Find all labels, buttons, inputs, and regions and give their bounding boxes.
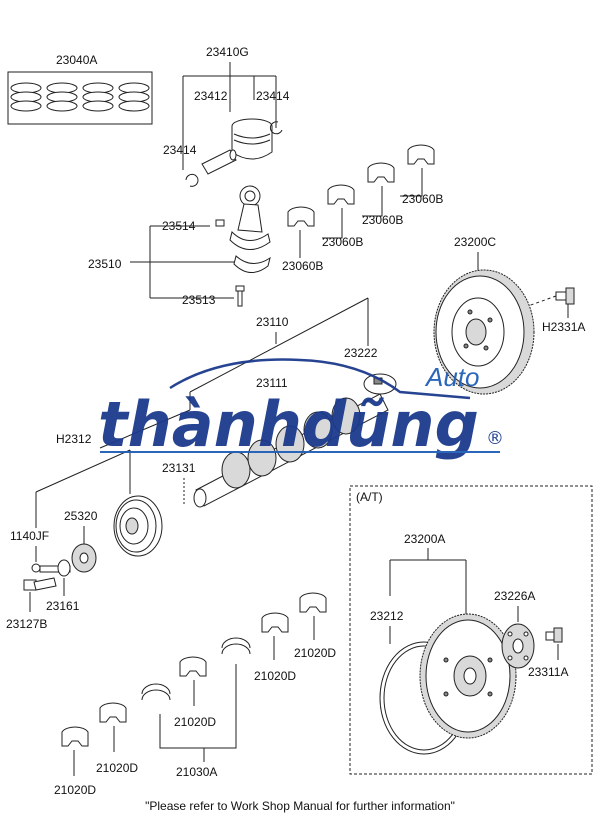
damper-parts xyxy=(23,543,97,591)
label-H2312: H2312 xyxy=(56,432,92,446)
drive-plate-bolt xyxy=(545,627,563,643)
label-21030A: 21030A xyxy=(176,765,217,779)
connecting-rod xyxy=(215,185,271,307)
at-group-box xyxy=(349,485,593,775)
label-23060B-4: 23060B xyxy=(282,259,323,273)
crankshaft-pulley xyxy=(113,495,163,557)
main-bearings xyxy=(61,592,327,747)
label-21020D-2: 21020D xyxy=(254,669,296,683)
bearing-shells-upper xyxy=(287,144,435,227)
label-23127B: 23127B xyxy=(6,617,47,631)
label-H2331A: H2331A xyxy=(542,320,585,334)
label-25320: 25320 xyxy=(64,509,98,523)
label-1140JF: 1140JF xyxy=(10,529,49,543)
snap-ring-right xyxy=(269,121,283,135)
label-23222: 23222 xyxy=(344,346,378,360)
label-23410G: 23410G xyxy=(206,45,249,59)
drive-plate xyxy=(419,613,517,739)
label-21020D-3: 21020D xyxy=(174,715,216,729)
label-23510: 23510 xyxy=(88,257,122,271)
footer-note: "Please refer to Work Shop Manual for fu… xyxy=(145,799,455,813)
label-23226A: 23226A xyxy=(494,589,535,603)
label-21020D-4: 21020D xyxy=(96,761,138,775)
piston-ring-set xyxy=(7,71,153,125)
label-21020D-5: 21020D xyxy=(54,783,96,797)
label-23060B-2: 23060B xyxy=(362,213,403,227)
label-23513: 23513 xyxy=(182,293,216,307)
label-23040A: 23040A xyxy=(56,53,97,67)
watermark-logo: thànhdũng Auto ® xyxy=(98,358,504,461)
label-23060B-3: 23060B xyxy=(322,235,363,249)
label-23131: 23131 xyxy=(162,461,196,475)
watermark-text: thànhdũng xyxy=(98,388,479,461)
label-at: (A/T) xyxy=(356,490,383,504)
watermark-auto: Auto xyxy=(424,362,480,392)
label-23412: 23412 xyxy=(194,89,228,103)
label-21020D-1: 21020D xyxy=(294,646,336,660)
label-23110: 23110 xyxy=(256,315,289,329)
label-23212: 23212 xyxy=(370,609,404,623)
flywheel-manual xyxy=(433,269,535,395)
watermark-registered: ® xyxy=(486,428,504,449)
adapter-plate xyxy=(501,623,535,669)
label-23111: 23111 xyxy=(256,376,288,390)
label-23161: 23161 xyxy=(46,599,80,613)
label-23060B-1: 23060B xyxy=(402,192,443,206)
label-23200C: 23200C xyxy=(454,235,496,249)
label-23200A: 23200A xyxy=(404,532,445,546)
piston-pin xyxy=(201,149,237,175)
label-23414-right: 23414 xyxy=(256,89,290,103)
label-23414-left: 23414 xyxy=(163,143,197,157)
label-23311A: 23311A xyxy=(528,665,568,679)
flywheel-bolt xyxy=(527,287,575,307)
piston xyxy=(231,118,273,160)
snap-ring-left xyxy=(185,173,199,187)
